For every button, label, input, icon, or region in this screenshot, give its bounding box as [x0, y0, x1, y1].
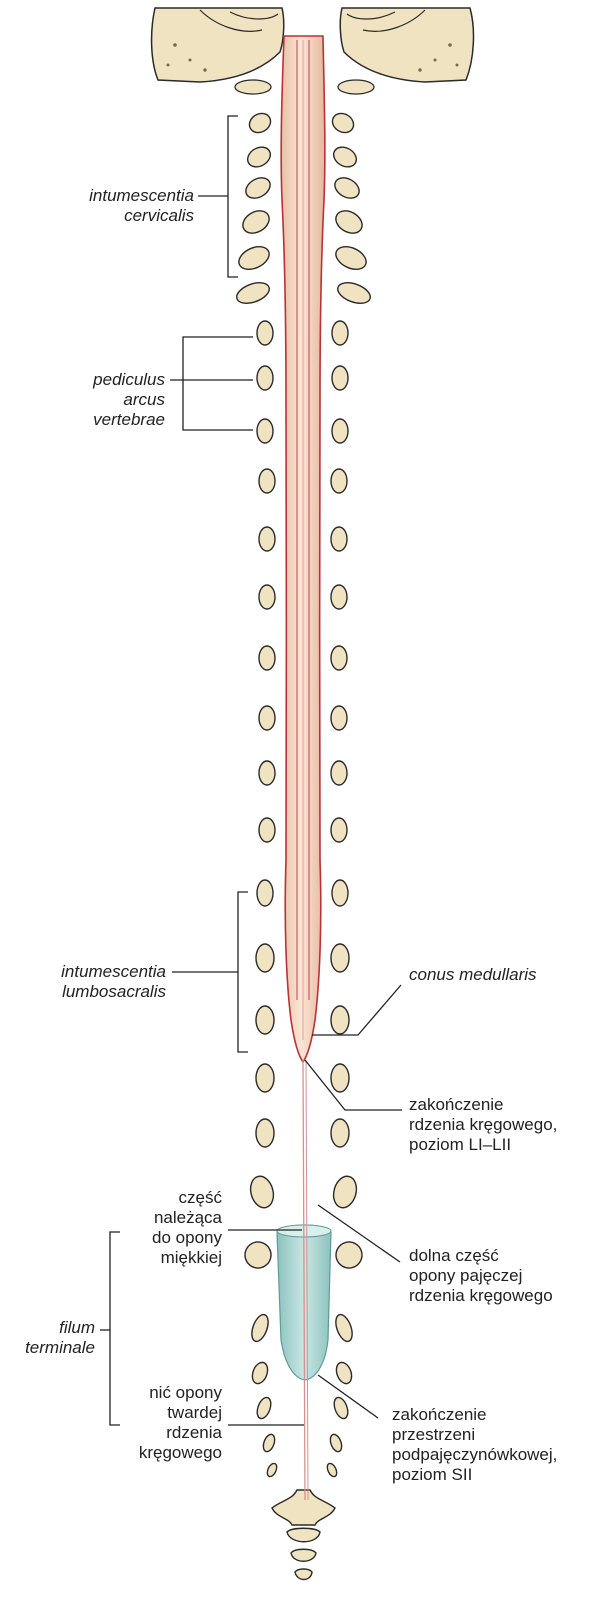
spinal-cord	[281, 36, 325, 1062]
label-line: zakończenie	[409, 1095, 557, 1115]
label-line: lumbosacralis	[61, 982, 166, 1002]
label-line: conus medullaris	[409, 965, 537, 985]
label-line: przestrzeni	[392, 1425, 557, 1445]
label-line: vertebrae	[93, 410, 165, 430]
label-line: terminale	[25, 1338, 95, 1358]
label-intumescentia-lumbosacralis: intumescentia lumbosacralis	[61, 962, 166, 1002]
label-line: rdzenia kręgowego,	[409, 1115, 557, 1135]
label-intumescentia-cervicalis: intumescentia cervicalis	[89, 186, 194, 226]
label-line: twardej	[139, 1403, 222, 1423]
label-line: część	[152, 1188, 222, 1208]
label-conus-medullaris: conus medullaris	[409, 965, 537, 985]
label-line: poziom SII	[392, 1465, 557, 1485]
label-line: rdzenia kręgowego	[409, 1286, 553, 1306]
coccyx	[272, 1490, 335, 1580]
label-nic-opony-twardej: nić opony twardej rdzenia kręgowego	[139, 1383, 222, 1463]
label-line: poziom LI–LII	[409, 1135, 557, 1155]
label-dolna-czesc-opony: dolna część opony pajęczej rdzenia kręgo…	[409, 1246, 553, 1306]
label-zakonczenie-przestrzeni: zakończenie przestrzeni podpajęczynówkow…	[392, 1405, 557, 1485]
label-line: cervicalis	[89, 206, 194, 226]
label-line: intumescentia	[61, 962, 166, 982]
label-line: filum	[25, 1318, 95, 1338]
label-line: nić opony	[139, 1383, 222, 1403]
label-line: miękkiej	[152, 1248, 222, 1268]
label-line: kręgowego	[139, 1443, 222, 1463]
label-filum-terminale: filum terminale	[25, 1318, 95, 1358]
label-line: opony pajęczej	[409, 1266, 553, 1286]
label-line: arcus	[93, 390, 165, 410]
label-line: do opony	[152, 1228, 222, 1248]
label-line: zakończenie	[392, 1405, 557, 1425]
leader-lines	[100, 116, 402, 1425]
label-line: podpajęczynówkowej,	[392, 1445, 557, 1465]
label-line: należąca	[152, 1208, 222, 1228]
label-line: intumescentia	[89, 186, 194, 206]
label-zakonczenie-rdzenia: zakończenie rdzenia kręgowego, poziom LI…	[409, 1095, 557, 1155]
label-line: pediculus	[93, 370, 165, 390]
label-line: dolna część	[409, 1246, 553, 1266]
label-pediculus-arcus-vertebrae: pediculus arcus vertebrae	[93, 370, 165, 430]
label-line: rdzenia	[139, 1423, 222, 1443]
label-czesc-opony-miekkiej: część należąca do opony miękkiej	[152, 1188, 222, 1268]
